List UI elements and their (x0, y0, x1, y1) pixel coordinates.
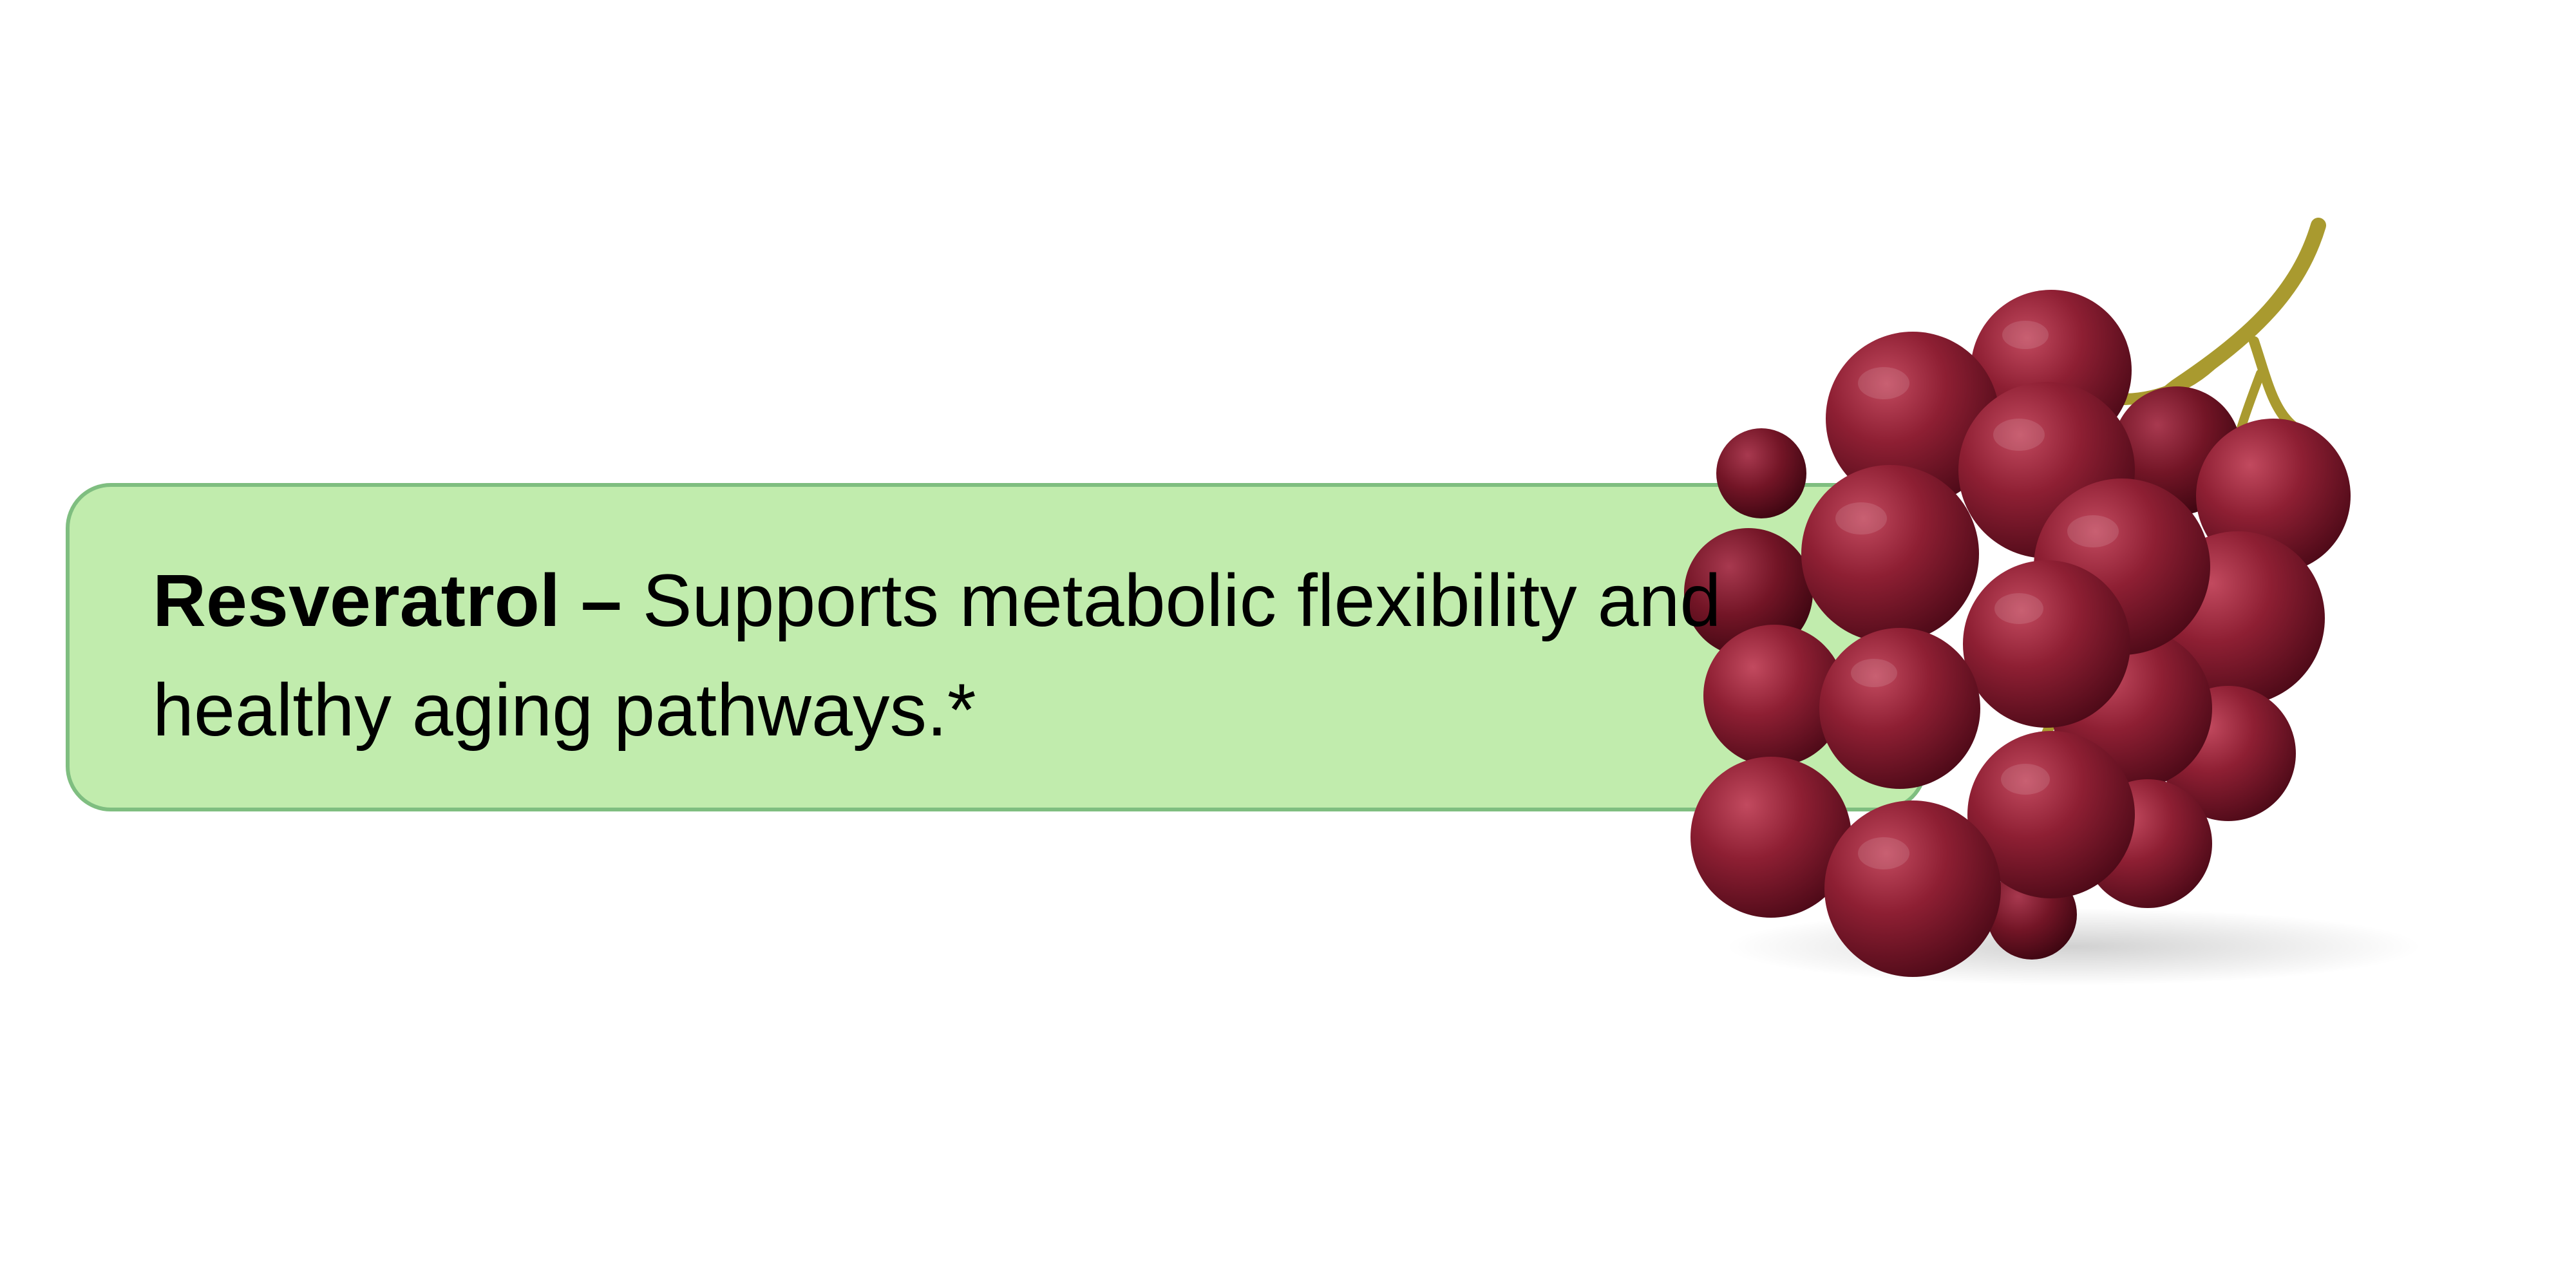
ingredient-benefit: Supports metabolic flexibility and healt… (153, 560, 1721, 752)
callout-box (66, 483, 1927, 811)
grapes-icon (1684, 218, 2421, 985)
ingredient-name: Resveratrol – (153, 560, 622, 642)
callout-text: Resveratrol – Supports metabolic flexibi… (153, 546, 1730, 765)
